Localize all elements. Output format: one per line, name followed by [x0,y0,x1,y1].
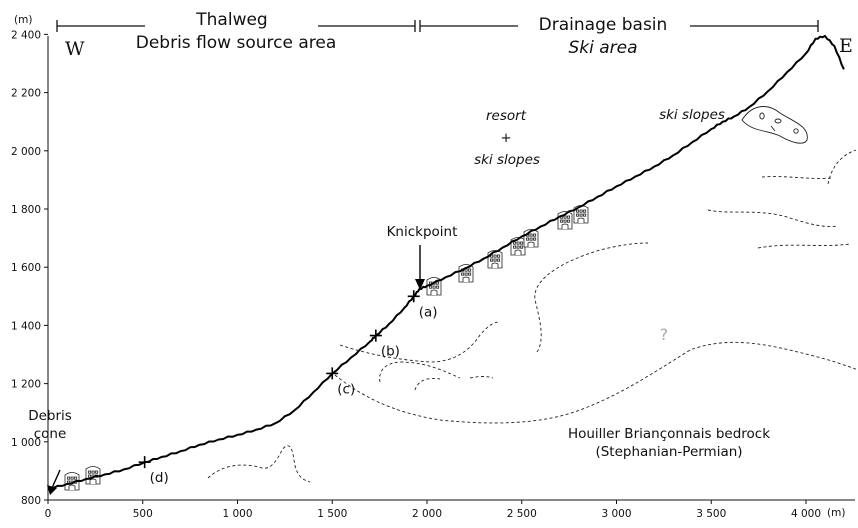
bedrock-label-2: (Stephanian-Permian) [595,444,742,460]
bedrock-label-1: Houiller Briançonnais bedrock [568,426,770,442]
point-label: (c) [337,381,355,397]
ski-area-outline [741,106,808,144]
point-marker [138,456,151,469]
x-tick-label: 500 [133,508,153,520]
x-tick-label: 3 000 [601,508,631,520]
y-tick-label: 1 600 [11,262,41,274]
unknown-contact-question-mark: ? [660,325,669,344]
east-label: E [839,35,853,57]
x-tick-label: 4 000 [791,508,821,520]
x-tick-label: 1 000 [222,508,252,520]
header-left-title: Thalweg [195,10,267,30]
x-tick-label: 1 500 [317,508,347,520]
y-tick-label: 1 000 [11,437,41,449]
resort-label: resort [486,108,527,124]
ski-area-sketch [741,106,808,144]
ski-lift-mark-1 [759,112,765,120]
contact-line-11 [207,445,311,483]
building-icon [487,250,503,269]
west-label: W [65,38,85,60]
y-axis-ticks: 800 1 000 1 200 1 400 1 600 1 800 2 000 2 200 2 … [11,29,48,507]
contact-line-1 [334,341,858,424]
knickpoint-arrow [415,245,425,290]
y-tick-label: 2 400 [11,29,41,41]
contact-line-7 [707,209,839,228]
debris-cone-label-1: Debris [28,408,72,424]
header-brackets [56,20,819,32]
plus-label: + [500,130,511,146]
x-tick-label: 0 [45,508,52,520]
debris-arrow-shaft [51,469,61,489]
contact-line-6 [534,242,649,353]
ski-lift-mark-4 [770,125,776,132]
x-tick-label: 2 000 [412,508,442,520]
knickpoint-arrow-head [415,279,425,290]
contact-line-9 [757,243,851,249]
x-axis-ticks: 0 500 1 000 1 500 2 000 2 500 3 000 3 500 4 000 [45,500,821,520]
buildings [64,205,589,491]
x-tick-label: 3 500 [696,508,726,520]
debris-arrow-head [47,485,57,495]
y-tick-label: 1 800 [11,204,41,216]
contact-line-8 [761,176,833,179]
header-left-subtitle: Debris flow source area [136,33,337,53]
knickpoint-label: Knickpoint [387,224,458,240]
point-label: (b) [381,344,400,360]
y-tick-label: 2 200 [11,88,41,100]
y-tick-label: 1 400 [11,320,41,332]
ski-slopes-label-1: ski slopes [474,152,540,168]
contact-line-2 [339,321,499,363]
y-tick-label: 2 000 [11,146,41,158]
contact-line-3 [379,361,461,383]
point-marker [407,290,420,303]
x-tick-label: 2 500 [507,508,537,520]
axes [47,36,855,501]
geology-contacts [207,149,858,483]
y-tick-label: 800 [21,495,41,507]
point-label: (d) [150,470,169,486]
contact-line-10 [827,149,857,185]
point-marker [326,367,339,380]
ski-lift-mark-3 [793,128,799,134]
sample-points: (a) (b) (c) (d) [138,290,438,486]
point-label: (a) [419,304,438,320]
debris-cone-label-2: cone [34,426,67,442]
debris-cone-arrow [47,469,61,495]
header-right-subtitle: Ski area [568,38,637,58]
y-tick-label: 1 200 [11,379,41,391]
x-axis-unit: (m) [827,507,845,519]
longitudinal-profile-line [47,34,845,490]
contact-line-5 [469,376,494,379]
header-right-title: Drainage basin [539,15,668,35]
ski-lift-mark-2 [774,118,782,124]
ski-slopes-label-2: ski slopes [659,107,725,123]
contact-line-4 [414,378,441,391]
y-axis-unit: (m) [14,14,32,26]
point-marker [369,329,382,342]
